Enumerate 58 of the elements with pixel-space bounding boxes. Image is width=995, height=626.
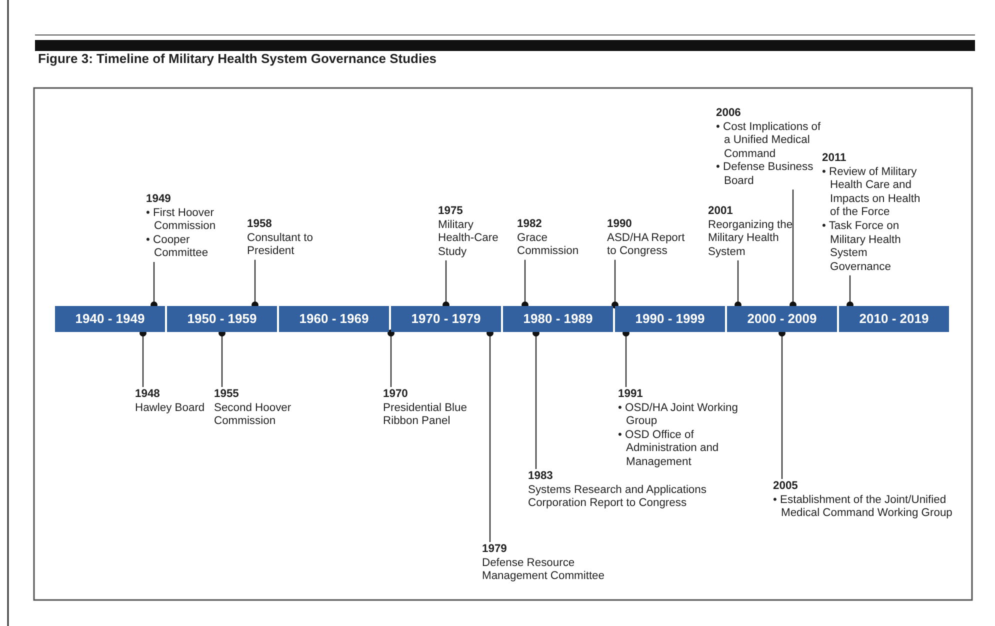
event-text: Presidential Blue Ribbon Panel bbox=[383, 402, 468, 429]
bullet-item: • Establishment of the Joint/Unified Medical Command Working Group bbox=[773, 494, 954, 521]
leader-line bbox=[734, 260, 742, 308]
bullet-item: • OSD Office of Administration and Management bbox=[618, 428, 720, 470]
event-text: Defense Resource Management Committee bbox=[482, 556, 606, 584]
year-label: 1975 bbox=[438, 205, 464, 219]
year-label: 1991 bbox=[618, 388, 644, 402]
event-text: Reorganizing the Military Health System bbox=[708, 218, 794, 260]
leader-line bbox=[612, 260, 618, 308]
decade-band: 1960 - 1969 bbox=[279, 306, 389, 332]
leader-line bbox=[622, 330, 630, 387]
decade-band: 1990 - 1999 bbox=[615, 306, 725, 332]
leader-line bbox=[218, 330, 226, 387]
leader-line bbox=[790, 190, 796, 308]
leader-line bbox=[140, 330, 146, 387]
bullet-item: • Cost Implications of a Unified Medical Command bbox=[716, 120, 822, 162]
bullet-item: • OSD/HA Joint Working Group bbox=[618, 402, 739, 429]
leader-line bbox=[442, 260, 450, 308]
leader-line bbox=[778, 330, 786, 479]
event-text: Second Hoover Commission bbox=[214, 402, 292, 429]
event-text: Hawley Board bbox=[135, 402, 205, 416]
year-label: 1983 bbox=[528, 470, 554, 484]
year-label: 2011 bbox=[822, 152, 848, 166]
year-label: 1982 bbox=[517, 218, 543, 232]
leader-line bbox=[388, 330, 394, 387]
event-text: Systems Research and Applications Corporation Report to Congress bbox=[528, 484, 708, 511]
year-label: 1970 bbox=[383, 388, 409, 402]
leader-line bbox=[846, 275, 854, 308]
year-label: 1958 bbox=[247, 218, 273, 232]
year-label: 2001 bbox=[708, 205, 734, 219]
event-text: Consultant to President bbox=[247, 232, 314, 259]
bullet-item: • Defense Business Board bbox=[716, 161, 814, 189]
year-label: 1990 bbox=[607, 218, 633, 232]
leader-line bbox=[486, 330, 494, 542]
year-label: 2005 bbox=[773, 480, 799, 494]
leader-line bbox=[150, 262, 158, 308]
decade-band: 1970 - 1979 bbox=[391, 306, 501, 332]
year-label: 1955 bbox=[214, 388, 240, 402]
decade-band: 1940 - 1949 bbox=[55, 306, 165, 332]
decade-band: 1980 - 1989 bbox=[503, 306, 613, 332]
leader-line bbox=[252, 260, 258, 308]
figure-title: Figure 3: Timeline of Military Health System Governance Studies bbox=[38, 51, 437, 66]
event-text: Military Health-Care Study bbox=[438, 218, 500, 260]
leader-line bbox=[532, 330, 540, 469]
decade-band: 2010 - 2019 bbox=[839, 306, 949, 332]
leader-line bbox=[522, 260, 528, 308]
decade-band: 1950 - 1959 bbox=[167, 306, 277, 332]
bullet-item: • Cooper Committee bbox=[146, 234, 210, 261]
bullet-item: • First Hoover Commission bbox=[146, 206, 217, 234]
bullet-item: • Review of Military Health Care and Impacts on Health of the Force bbox=[822, 166, 922, 220]
decade-band: 2000 - 2009 bbox=[727, 306, 837, 332]
event-text: Grace Commission bbox=[517, 232, 580, 259]
event-text: ASD/HA Report to Congress bbox=[607, 232, 686, 259]
bullet-item: • Task Force on Military Health System Governance bbox=[822, 220, 902, 274]
year-label: 1948 bbox=[135, 388, 161, 402]
year-label: 1949 bbox=[146, 193, 172, 207]
year-label: 2006 bbox=[716, 107, 742, 121]
year-label: 1979 bbox=[482, 543, 508, 557]
